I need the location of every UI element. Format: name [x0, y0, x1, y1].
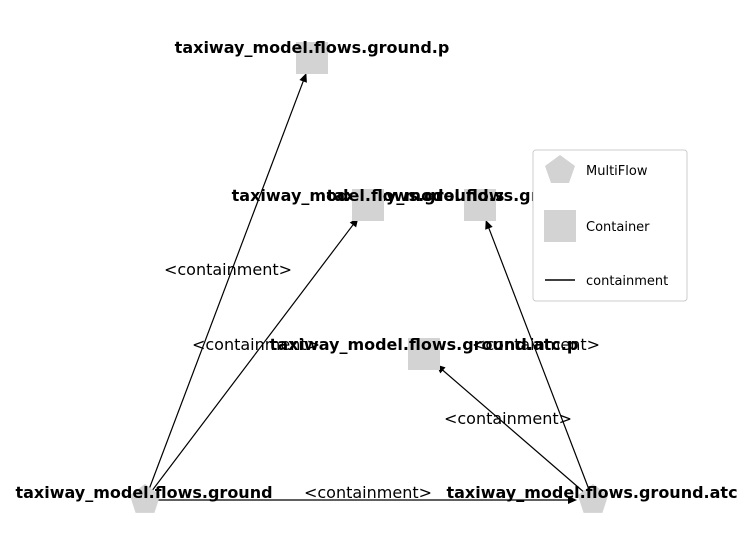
- edge-label: <containment>: [304, 483, 432, 502]
- container-square-icon: [296, 42, 328, 74]
- node-ground-p[interactable]: taxiway_model.flows.ground.p: [175, 38, 450, 74]
- arrowhead-icon: [485, 219, 493, 230]
- legend-label-multiflow: MultiFlow: [586, 164, 648, 179]
- node-ground-s[interactable]: taxiway_model.flows.ground.s: [232, 186, 505, 221]
- multiflow-pentagon-icon: [577, 484, 609, 513]
- container-square-icon: [352, 189, 384, 221]
- node-ground[interactable]: taxiway_model.flows.ground: [15, 483, 273, 513]
- edge-line: [144, 222, 356, 501]
- edges-layer: <containment> <containment> <containment> <…: [144, 72, 600, 504]
- multiflow-pentagon-icon: [129, 484, 161, 513]
- legend-label-container: Container: [586, 220, 650, 235]
- legend-label-containment: containment: [586, 274, 668, 289]
- arrowhead-icon: [568, 496, 577, 504]
- edge-line: [144, 78, 305, 501]
- containment-edge: [485, 219, 594, 501]
- container-square-icon: [408, 338, 440, 370]
- legend-pentagon-icon: [545, 155, 575, 183]
- node-label: taxiway_model.flows.ground: [15, 483, 272, 502]
- arrowhead-icon: [299, 72, 307, 83]
- container-square-icon: [464, 189, 496, 221]
- containment-edge: [436, 364, 594, 501]
- node-ground-atc-p[interactable]: taxiway_model.flows.ground.atc.p: [270, 335, 579, 370]
- edge-label: <containment>: [444, 409, 572, 428]
- node-label: taxiway_model.flows.ground.atc.p: [270, 335, 579, 354]
- containment-edge: [144, 72, 307, 501]
- node-ground-atc[interactable]: taxiway_model.flows.ground.atc: [446, 483, 738, 513]
- edge-line: [440, 367, 594, 501]
- containment-edge: [145, 496, 577, 504]
- legend-frame: [532, 149, 688, 302]
- node-label: taxiway_model.flows.ground.s: [232, 186, 505, 205]
- legend-square-icon: [544, 210, 576, 242]
- node-label: taxiway_model.flows.ground.atc: [446, 483, 737, 502]
- edge-label: <containment>: [192, 335, 320, 354]
- edge-line: [487, 225, 594, 501]
- node-label: taxiway_model.flows.ground.p: [175, 38, 450, 57]
- legend: MultiFlow Container containment: [532, 149, 688, 302]
- edge-label: <containment>: [164, 260, 292, 279]
- edge-label: <containment>: [472, 335, 600, 354]
